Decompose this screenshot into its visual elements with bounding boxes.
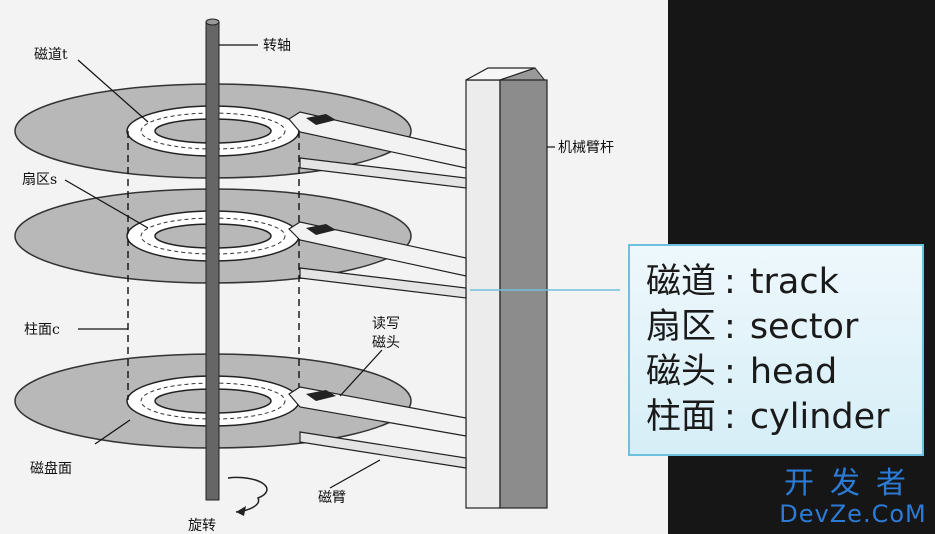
label-track: 磁道t [34,47,68,63]
legend-cn: 磁道 [646,262,717,302]
legend-en: cylinder [749,397,890,437]
watermark: 开发者 DevZe.CoM [778,466,928,529]
legend-separator: : [724,307,736,347]
label-rw-head-line2: 磁头 [372,335,400,351]
legend-row-cylinder: 柱面: cylinder [646,395,922,440]
legend-cn: 磁头 [646,352,717,392]
label-arm: 磁臂 [318,490,346,506]
legend-en: track [749,262,839,302]
watermark-en: DevZe.CoM [779,500,927,528]
legend-row-head: 磁头: head [646,350,922,395]
legend-separator: : [724,397,736,437]
legend-en: sector [749,307,859,347]
label-spindle: 转轴 [263,38,291,54]
spindle [205,21,220,501]
label-rw-head-line1: 读写 [372,315,400,332]
label-arm-rod: 机械臂杆 [558,140,614,156]
legend-en: head [749,352,838,392]
legend-row-track: 磁道: track [646,260,922,305]
legend-separator: : [724,352,736,392]
disk-diagram-panel: 转轴 磁道t 扇区s 柱面c 读写 磁头 机械臂杆 磁盘面 磁臂 旋转 [0,0,668,534]
legend-cn: 柱面 [646,397,717,437]
arm-rod [465,67,548,509]
read-write-heads [306,114,336,401]
arms [288,111,467,469]
cylinder-lines [127,131,300,400]
terminology-legend: 磁道: track 扇区: sector 磁头: head 柱面: cylinder [628,244,924,456]
legend-separator: : [724,262,736,302]
label-sector: 扇区s [22,172,57,188]
rotation-arrow [227,476,268,513]
label-rotation: 旋转 [188,518,216,534]
label-cylinder: 柱面c [24,322,60,338]
leader-lines [64,44,620,489]
legend-row-sector: 扇区: sector [646,305,922,350]
legend-cn: 扇区 [646,307,717,347]
label-platter-surface: 磁盘面 [30,460,72,477]
disk-structure-diagram: 转轴 磁道t 扇区s 柱面c 读写 磁头 机械臂杆 磁盘面 磁臂 旋转 [14,18,620,534]
watermark-cn: 开发者 [784,466,922,501]
